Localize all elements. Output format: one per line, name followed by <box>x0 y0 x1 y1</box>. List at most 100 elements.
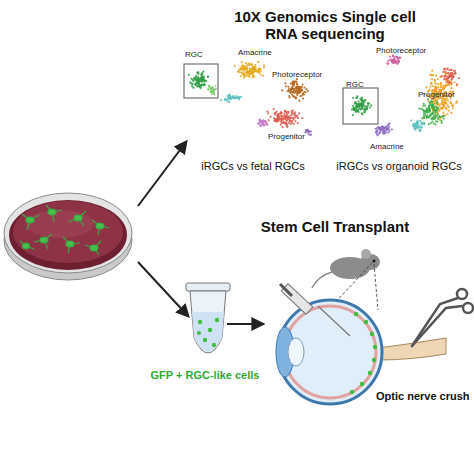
cluster-label: Progenitor <box>418 90 455 99</box>
umap-plots-part <box>448 69 450 71</box>
umap-plots-part <box>428 123 430 125</box>
umap-plots-part <box>447 67 449 69</box>
umap-plots-part <box>452 76 454 78</box>
umap-plots-part <box>445 103 447 105</box>
umap-plots-part <box>437 107 439 109</box>
umap-plots-part <box>263 66 265 68</box>
umap-plots-part <box>265 121 267 123</box>
cluster-label: Photoreceptor <box>376 46 426 55</box>
umap-plots-part <box>412 125 414 127</box>
mouse-part <box>361 249 371 259</box>
umap-plots-part <box>226 100 228 102</box>
umap-plots-part <box>240 68 242 70</box>
neuron-cells-part <box>40 237 48 243</box>
umap-plots-part <box>429 102 431 104</box>
umap-plots-part <box>238 98 240 100</box>
umap-plots-part <box>269 116 271 118</box>
umap-plots-part <box>360 99 362 101</box>
umap-plots-part <box>363 111 365 113</box>
umap-plots-part <box>290 120 292 122</box>
umap-plots-part <box>285 116 287 118</box>
umap-plots-part <box>248 75 250 77</box>
umap-plots-part <box>295 97 297 99</box>
umap-plots-part <box>440 86 442 88</box>
umap-plots-part <box>447 77 449 79</box>
umap-plots-part <box>290 88 292 90</box>
umap-plots-part <box>240 96 242 98</box>
umap-plots-part <box>440 75 442 77</box>
umap-plots-part <box>416 122 418 124</box>
umap-plots-part <box>245 62 247 64</box>
umap-plots-part <box>352 114 354 116</box>
umap-plots-part <box>354 101 356 103</box>
umap-plots-part <box>295 90 297 92</box>
eppendorf-tube-part <box>212 343 216 347</box>
umap-plots-part <box>258 68 260 70</box>
umap-plots-part <box>355 110 357 112</box>
umap-plots-part <box>450 75 452 77</box>
umap-plots-part <box>292 109 294 111</box>
umap-plots-part <box>355 106 357 108</box>
umap-plots-part <box>450 102 452 104</box>
umap-plots-part <box>285 116 287 118</box>
umap-plots-part <box>352 97 354 99</box>
umap-plots-part <box>356 96 358 98</box>
umap-plots-part <box>389 130 391 132</box>
umap-plots-part <box>450 82 452 84</box>
neuron-cells-part <box>66 241 74 247</box>
eppendorf-tube-part <box>186 283 230 291</box>
umap-plots-part <box>450 87 452 89</box>
umap-plots-part <box>208 85 210 87</box>
umap-plots-part <box>444 71 446 73</box>
cluster-label: Progenitor <box>268 132 305 141</box>
umap-plots-part <box>431 82 433 84</box>
umap-plots-part <box>431 70 433 72</box>
umap-plots-part <box>447 72 449 74</box>
panel-label: iRGCs vs organoid RGCs <box>328 160 470 173</box>
umap-plots-part <box>456 101 458 103</box>
umap-plots-part <box>302 97 304 99</box>
umap-plots-part <box>376 127 378 129</box>
umap-plots-part <box>370 104 372 106</box>
umap-plots-part <box>443 68 445 70</box>
umap-plots-part <box>451 72 453 74</box>
umap-plots-part <box>295 97 297 99</box>
umap-plots-part <box>442 85 444 87</box>
umap-plots-part <box>195 79 197 81</box>
umap-plots-part <box>268 119 270 121</box>
neuron-cells-part <box>68 211 86 226</box>
umap-plots-part <box>441 101 443 103</box>
umap-plots-part <box>450 72 452 74</box>
umap-plots-part <box>288 95 290 97</box>
umap-plots-part <box>441 122 443 124</box>
umap-plots-part <box>431 101 433 103</box>
neuron-cells <box>20 205 109 255</box>
umap-plots-part <box>278 116 280 118</box>
umap-plots-part <box>207 88 209 90</box>
umap-plots-part <box>296 86 298 88</box>
umap-plots-part <box>265 121 267 123</box>
umap-plots-part <box>428 105 430 107</box>
umap-plots-part <box>365 108 367 110</box>
umap-plots-part <box>284 111 286 113</box>
umap-plots-part <box>197 85 199 87</box>
umap-plots-part <box>280 118 282 120</box>
umap-plots-part <box>243 75 245 77</box>
umap-plots-part <box>443 118 445 120</box>
umap-plots-part <box>446 113 448 115</box>
umap-plots-part <box>432 113 434 115</box>
umap-plots-part <box>432 104 434 106</box>
umap-plots-part <box>303 86 305 88</box>
umap-plots-part <box>445 75 447 77</box>
umap-plots-part <box>201 83 203 85</box>
umap-plots-part <box>303 94 305 96</box>
umap-plots-part <box>253 71 255 73</box>
neuron-cells-part <box>34 234 52 249</box>
eppendorf-tube <box>186 283 230 353</box>
umap-plots-part <box>259 122 261 124</box>
umap-plots-part <box>211 93 213 95</box>
eppendorf-tube-part <box>197 331 201 335</box>
